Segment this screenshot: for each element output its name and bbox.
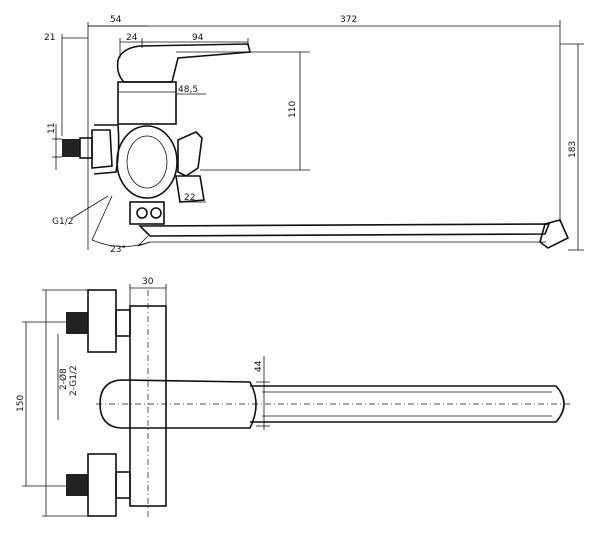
- thread-label: G1/2: [52, 217, 73, 227]
- thread-leader: [71, 195, 109, 219]
- dim-48-5-label: 48,5: [178, 85, 198, 95]
- dim-dia-label: 2-Ø8: [58, 368, 69, 390]
- dim-44-label: 44: [254, 360, 264, 372]
- lower-inlet-hatch: [66, 474, 88, 496]
- handle-plan: [99, 379, 257, 429]
- dim-372-label: 372: [340, 15, 357, 25]
- mixer-lower-body: [116, 125, 178, 199]
- dim-22-label: 22: [184, 193, 195, 203]
- dim-11-label: 11: [47, 123, 57, 134]
- upper-flange: [87, 289, 117, 353]
- dim-110-label: 110: [288, 101, 298, 118]
- angle-23-label: 23°: [110, 245, 126, 255]
- upper-eccentric: [115, 309, 131, 337]
- angle-arc: [91, 239, 151, 247]
- dim-24-label: 24: [126, 33, 138, 43]
- outlet-block: [129, 201, 165, 225]
- inlet-thread-hatch: [62, 139, 80, 157]
- dim-21-label: 21: [44, 33, 55, 43]
- diverter-base: [175, 175, 205, 203]
- plan-view: 30 44 150 2-Ø8 2-G1/2: [16, 277, 572, 520]
- dim-54-label: 54: [110, 15, 122, 25]
- mixer-inner-contour: [126, 135, 168, 189]
- mixer-upper-body: [117, 81, 177, 125]
- spout-aerator: [539, 219, 570, 249]
- side-elevation-view: 372 54 21 24 94 48,5 110 183 11: [44, 15, 584, 255]
- lever-handle: [116, 43, 252, 83]
- dim-30-label: 30: [142, 277, 154, 287]
- lower-eccentric: [115, 471, 131, 499]
- spout: [138, 223, 551, 237]
- dim-thread2-label: 2-G1/2: [69, 365, 79, 396]
- wall-flange: [91, 129, 113, 169]
- dim-183-label: 183: [568, 141, 578, 158]
- diverter-knob: [177, 131, 203, 177]
- lower-flange: [87, 453, 117, 517]
- upper-inlet-hatch: [66, 312, 88, 334]
- dim-94-label: 94: [192, 33, 204, 43]
- dim-150-label: 150: [16, 395, 26, 412]
- inlet-nut: [79, 137, 93, 159]
